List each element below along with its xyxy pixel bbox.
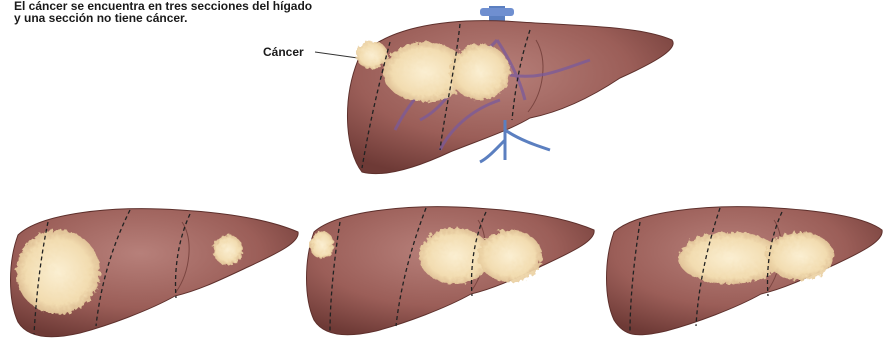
tumor [310, 231, 334, 259]
liver-variant-2 [307, 207, 595, 335]
tumor [450, 44, 510, 100]
tumor [356, 41, 388, 69]
tumor [478, 230, 542, 282]
tumor [213, 235, 243, 265]
liver-variant-3 [607, 207, 883, 335]
liver-main [347, 6, 673, 174]
liver-variant-1 [11, 209, 299, 337]
tumor [766, 232, 834, 280]
tumor [16, 230, 100, 314]
liver-main-shape [347, 21, 673, 174]
